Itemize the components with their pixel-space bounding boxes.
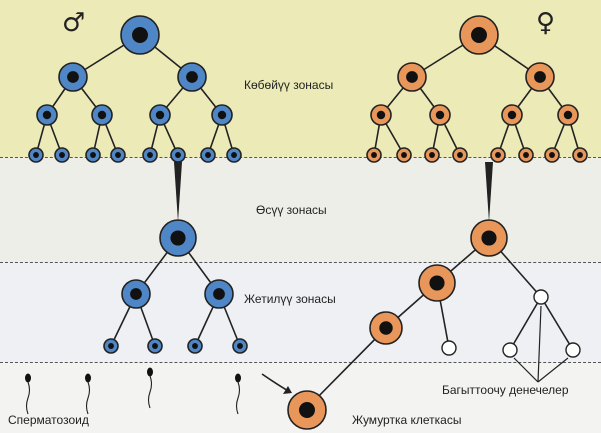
male-growth-cell-nucleus [170,230,186,246]
sperm-arrow [261,373,291,393]
male-cell-generation-3-nucleus [217,110,227,120]
sperm-head [235,373,241,383]
male-maturation-cell-nucleus [213,288,225,300]
male-symbol: ♂ [62,8,86,38]
male-cell-generation-1-nucleus [132,27,148,43]
male-cell-generation-3-nucleus [97,110,107,120]
female-cell-generation-4-nucleus [457,152,463,158]
male-cell-generation-2-nucleus [186,71,198,83]
sperm-tail [85,381,91,415]
connector-line [509,296,542,351]
female-growth-cell-nucleus [481,230,497,246]
connector-line [540,296,574,351]
sperm-head [85,373,91,383]
reproduction-zone-label: Көбөйүү зонасы [244,78,334,92]
male-growth-connector [174,162,182,222]
female-growth-connector [485,162,493,222]
maturation-zone-label: Жетилүү зонасы [244,292,336,306]
sperm-head [147,367,153,377]
female-cell-generation-4-nucleus [371,152,377,158]
female-cell-generation-4-nucleus [429,152,435,158]
sperm-tail [25,381,31,415]
male-cell-generation-4-nucleus [175,152,181,158]
male-cell-generation-3-nucleus [155,110,165,120]
female-cell-generation-3-nucleus [563,110,573,120]
male-cell-generation-4-nucleus [90,152,96,158]
female-maturation-cell-nucleus [429,275,445,291]
egg-cell-nucleus [299,402,315,418]
male-cell-generation-4-nucleus [33,152,39,158]
male-maturation-cell-nucleus [130,288,142,300]
male-cell-generation-4-nucleus [59,152,65,158]
female-cell-generation-4-nucleus [401,152,407,158]
polar-body-pointer [537,357,569,383]
polar-body [502,342,518,358]
male-spermatid-cell-nucleus [237,343,243,349]
male-cell-generation-4-nucleus [147,152,153,158]
reproduction-zone-band [0,0,601,157]
growth-zone-label: Өсүү зонасы [256,203,327,217]
male-cell-generation-4-nucleus [205,152,211,158]
male-cell-generation-3-nucleus [42,110,52,120]
sperm-tail [147,375,153,409]
female-cell-generation-2-nucleus [406,71,418,83]
polar-bodies-label: Багыттоочу денечелер [442,383,569,397]
zone-divider [0,362,601,363]
female-maturation-cell-nucleus [379,321,393,335]
egg-connector [306,327,387,409]
sperm-tail [235,381,241,415]
polar-body [441,340,457,356]
female-cell-generation-4-nucleus [495,152,501,158]
female-cell-generation-4-nucleus [523,152,529,158]
polar-body [565,342,581,358]
sperm-arrow-head [283,386,292,394]
female-cell-generation-3-nucleus [376,110,386,120]
male-cell-generation-4-nucleus [115,152,121,158]
male-spermatid-cell-nucleus [152,343,158,349]
female-cell-generation-3-nucleus [435,110,445,120]
male-cell-generation-4-nucleus [231,152,237,158]
polar-body-pointer [537,305,542,383]
sperm-head [25,373,31,383]
female-symbol: ♀ [536,8,556,38]
male-spermatid-cell-nucleus [192,343,198,349]
male-cell-generation-2-nucleus [67,71,79,83]
female-cell-generation-4-nucleus [549,152,555,158]
polar-body-pointer [513,357,539,383]
female-cell-generation-4-nucleus [577,152,583,158]
female-cell-generation-3-nucleus [507,110,517,120]
male-spermatid-cell-nucleus [108,343,114,349]
maturation-zone-band [0,262,601,362]
female-cell-generation-1-nucleus [471,27,487,43]
sperm-label: Сперматозоид [8,413,89,427]
polar-body [533,289,549,305]
zone-divider [0,262,601,263]
zone-divider [0,157,601,158]
egg-label: Жумуртка клеткасы [352,413,462,427]
female-cell-generation-2-nucleus [534,71,546,83]
